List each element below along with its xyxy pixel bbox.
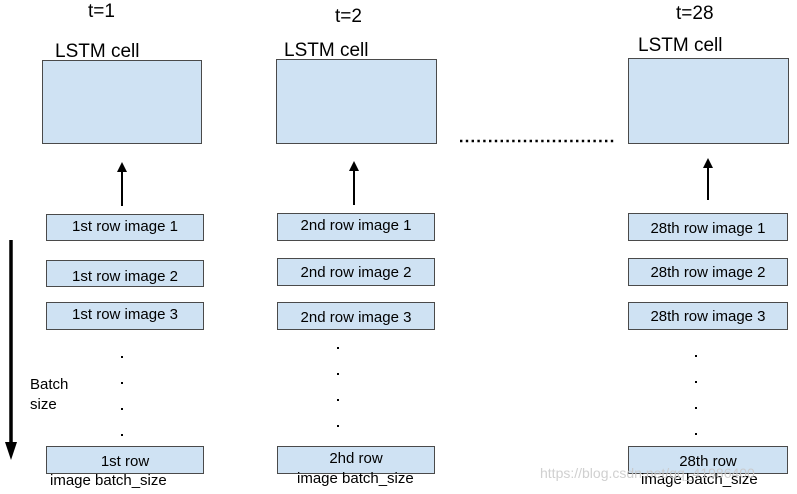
lstm-cell-2 — [276, 59, 437, 144]
row-box-2-last: 2hd row — [277, 446, 435, 474]
row-box-2-3: 2nd row image 3 — [277, 302, 435, 330]
lstm-cell-label-3: LSTM cell — [638, 35, 723, 56]
lstm-cell-3 — [628, 58, 789, 144]
row-label: 2nd row image 3 — [300, 309, 412, 326]
row-label: 28th row image 1 — [650, 220, 766, 237]
up-arrow-icon — [117, 162, 127, 206]
row-label: 1st row — [100, 453, 150, 470]
batch-label-line-2: size — [30, 396, 57, 413]
row-label: 28th row image 3 — [650, 308, 766, 325]
lstm-cell-label-2: LSTM cell — [284, 40, 369, 61]
ellipsis-dot — [695, 407, 697, 409]
row-label: 1st row image 1 — [72, 218, 178, 235]
ellipsis-dot — [121, 356, 123, 358]
row-sub-label-1: image batch_size — [50, 472, 167, 489]
time-step-label-3: t=28 — [676, 3, 714, 24]
up-arrow-icon — [349, 161, 359, 205]
batch-axis-arrow — [5, 240, 17, 460]
lstm-cell-label-1: LSTM cell — [55, 41, 140, 62]
ellipsis-dot — [337, 425, 339, 427]
row-sub-label-3: image batch_size — [641, 471, 758, 488]
row-label: 2nd row image 1 — [300, 217, 412, 234]
ellipsis-dot — [695, 433, 697, 435]
up-arrow-icon — [703, 158, 713, 200]
row-box-3-3: 28th row image 3 — [628, 302, 788, 330]
row-box-3-last: 28th row — [628, 446, 788, 474]
row-label: 1st row image 3 — [72, 306, 178, 323]
row-label: 2nd row image 2 — [300, 264, 412, 281]
batch-size-label: Batch size — [30, 375, 68, 415]
row-label: 1st row image 2 — [72, 268, 178, 285]
row-box-1-1: 1st row image 1 — [46, 214, 204, 241]
row-box-2-2: 2nd row image 2 — [277, 258, 435, 286]
ellipsis-dot — [337, 373, 339, 375]
ellipsis-dot — [121, 408, 123, 410]
row-sub-label-2: image batch_size — [297, 470, 414, 487]
time-step-label-2: t=2 — [335, 6, 362, 27]
ellipsis-dot — [695, 381, 697, 383]
ellipsis-dot — [337, 399, 339, 401]
ellipsis-dot — [337, 347, 339, 349]
ellipsis-separator — [460, 139, 615, 143]
ellipsis-dot — [121, 382, 123, 384]
row-label: 28th row image 2 — [650, 264, 766, 281]
row-label: 28th row — [679, 453, 737, 470]
row-box-1-last: 1st row — [46, 446, 204, 474]
row-box-1-3: 1st row image 3 — [46, 302, 204, 330]
row-box-3-2: 28th row image 2 — [628, 258, 788, 286]
ellipsis-dot — [695, 355, 697, 357]
row-box-3-1: 28th row image 1 — [628, 213, 788, 241]
row-label: 2hd row — [329, 450, 383, 467]
ellipsis-dot — [121, 434, 123, 436]
row-box-2-1: 2nd row image 1 — [277, 213, 435, 241]
watermark: https://blog.csdn.net/qq_41986400 — [540, 465, 755, 481]
row-box-1-2: 1st row image 2 — [46, 260, 204, 287]
batch-label-line-1: Batch — [30, 376, 69, 393]
time-step-label-1: t=1 — [88, 1, 115, 22]
lstm-cell-1 — [42, 60, 202, 144]
